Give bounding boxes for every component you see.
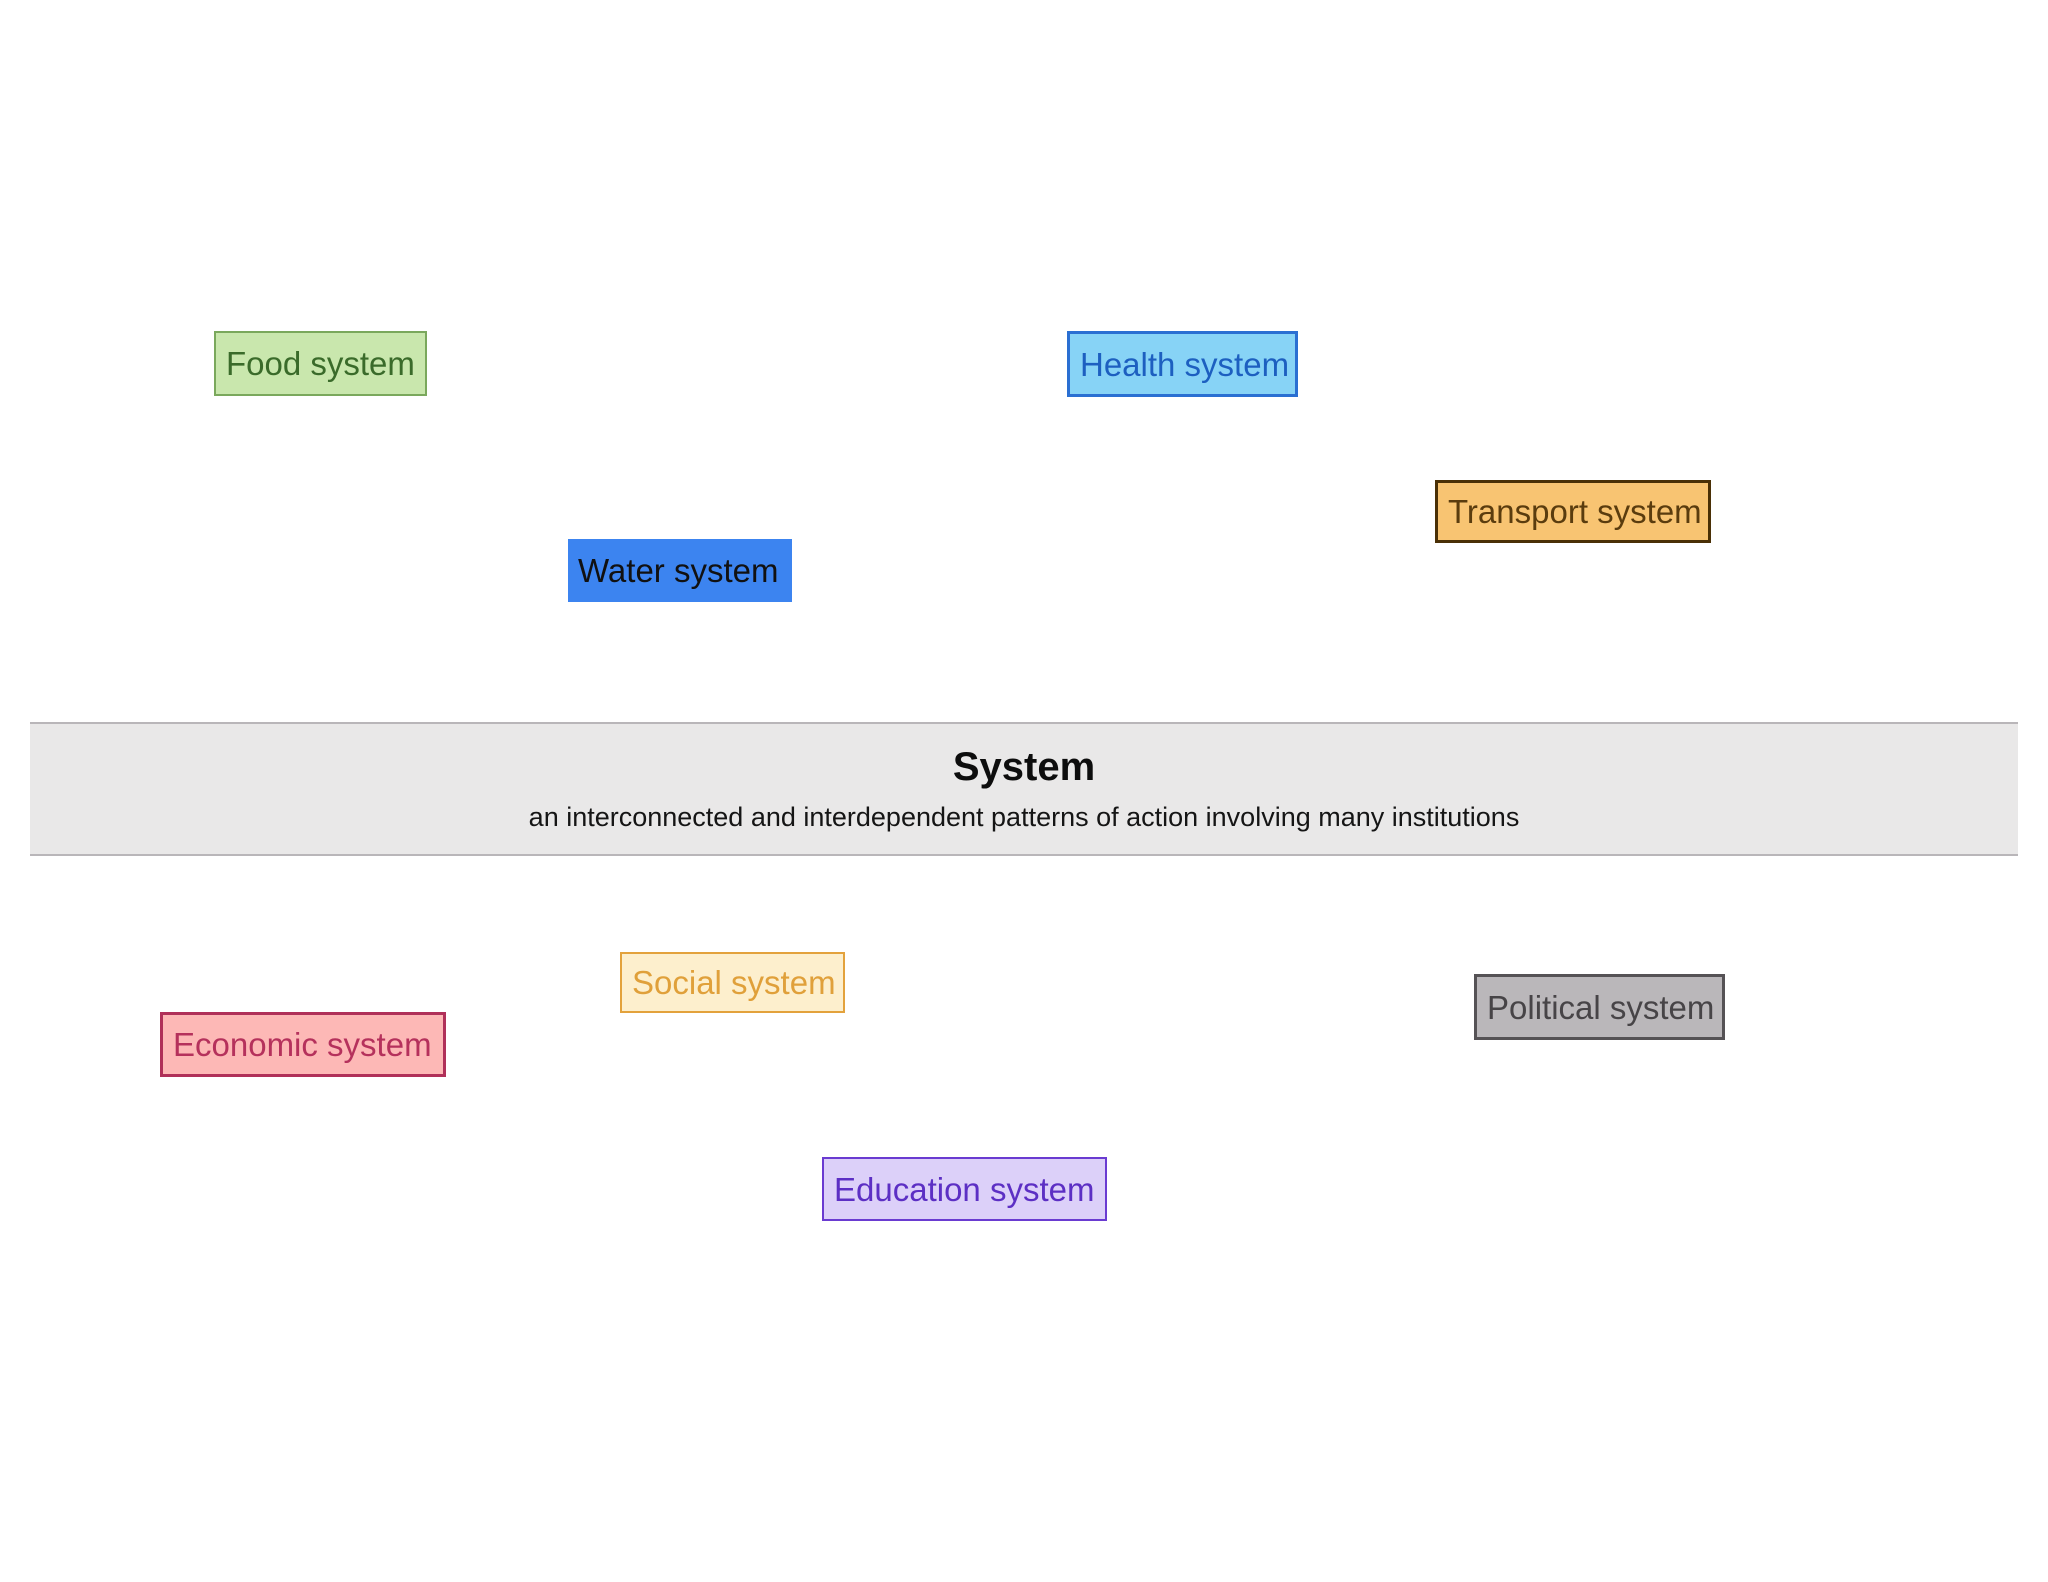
node-education-system[interactable]: Education system [822,1157,1107,1221]
node-health-system[interactable]: Health system [1067,331,1298,397]
node-political-system[interactable]: Political system [1474,974,1725,1040]
definition-banner: System an interconnected and interdepend… [30,722,2018,856]
node-food-system[interactable]: Food system [214,331,427,396]
node-social-system[interactable]: Social system [620,952,845,1013]
banner-definition: an interconnected and interdependent pat… [528,802,1520,832]
node-economic-system[interactable]: Economic system [160,1012,446,1077]
node-water-system[interactable]: Water system [568,539,792,602]
node-transport-system[interactable]: Transport system [1435,480,1711,543]
banner-title: System [952,745,1096,789]
